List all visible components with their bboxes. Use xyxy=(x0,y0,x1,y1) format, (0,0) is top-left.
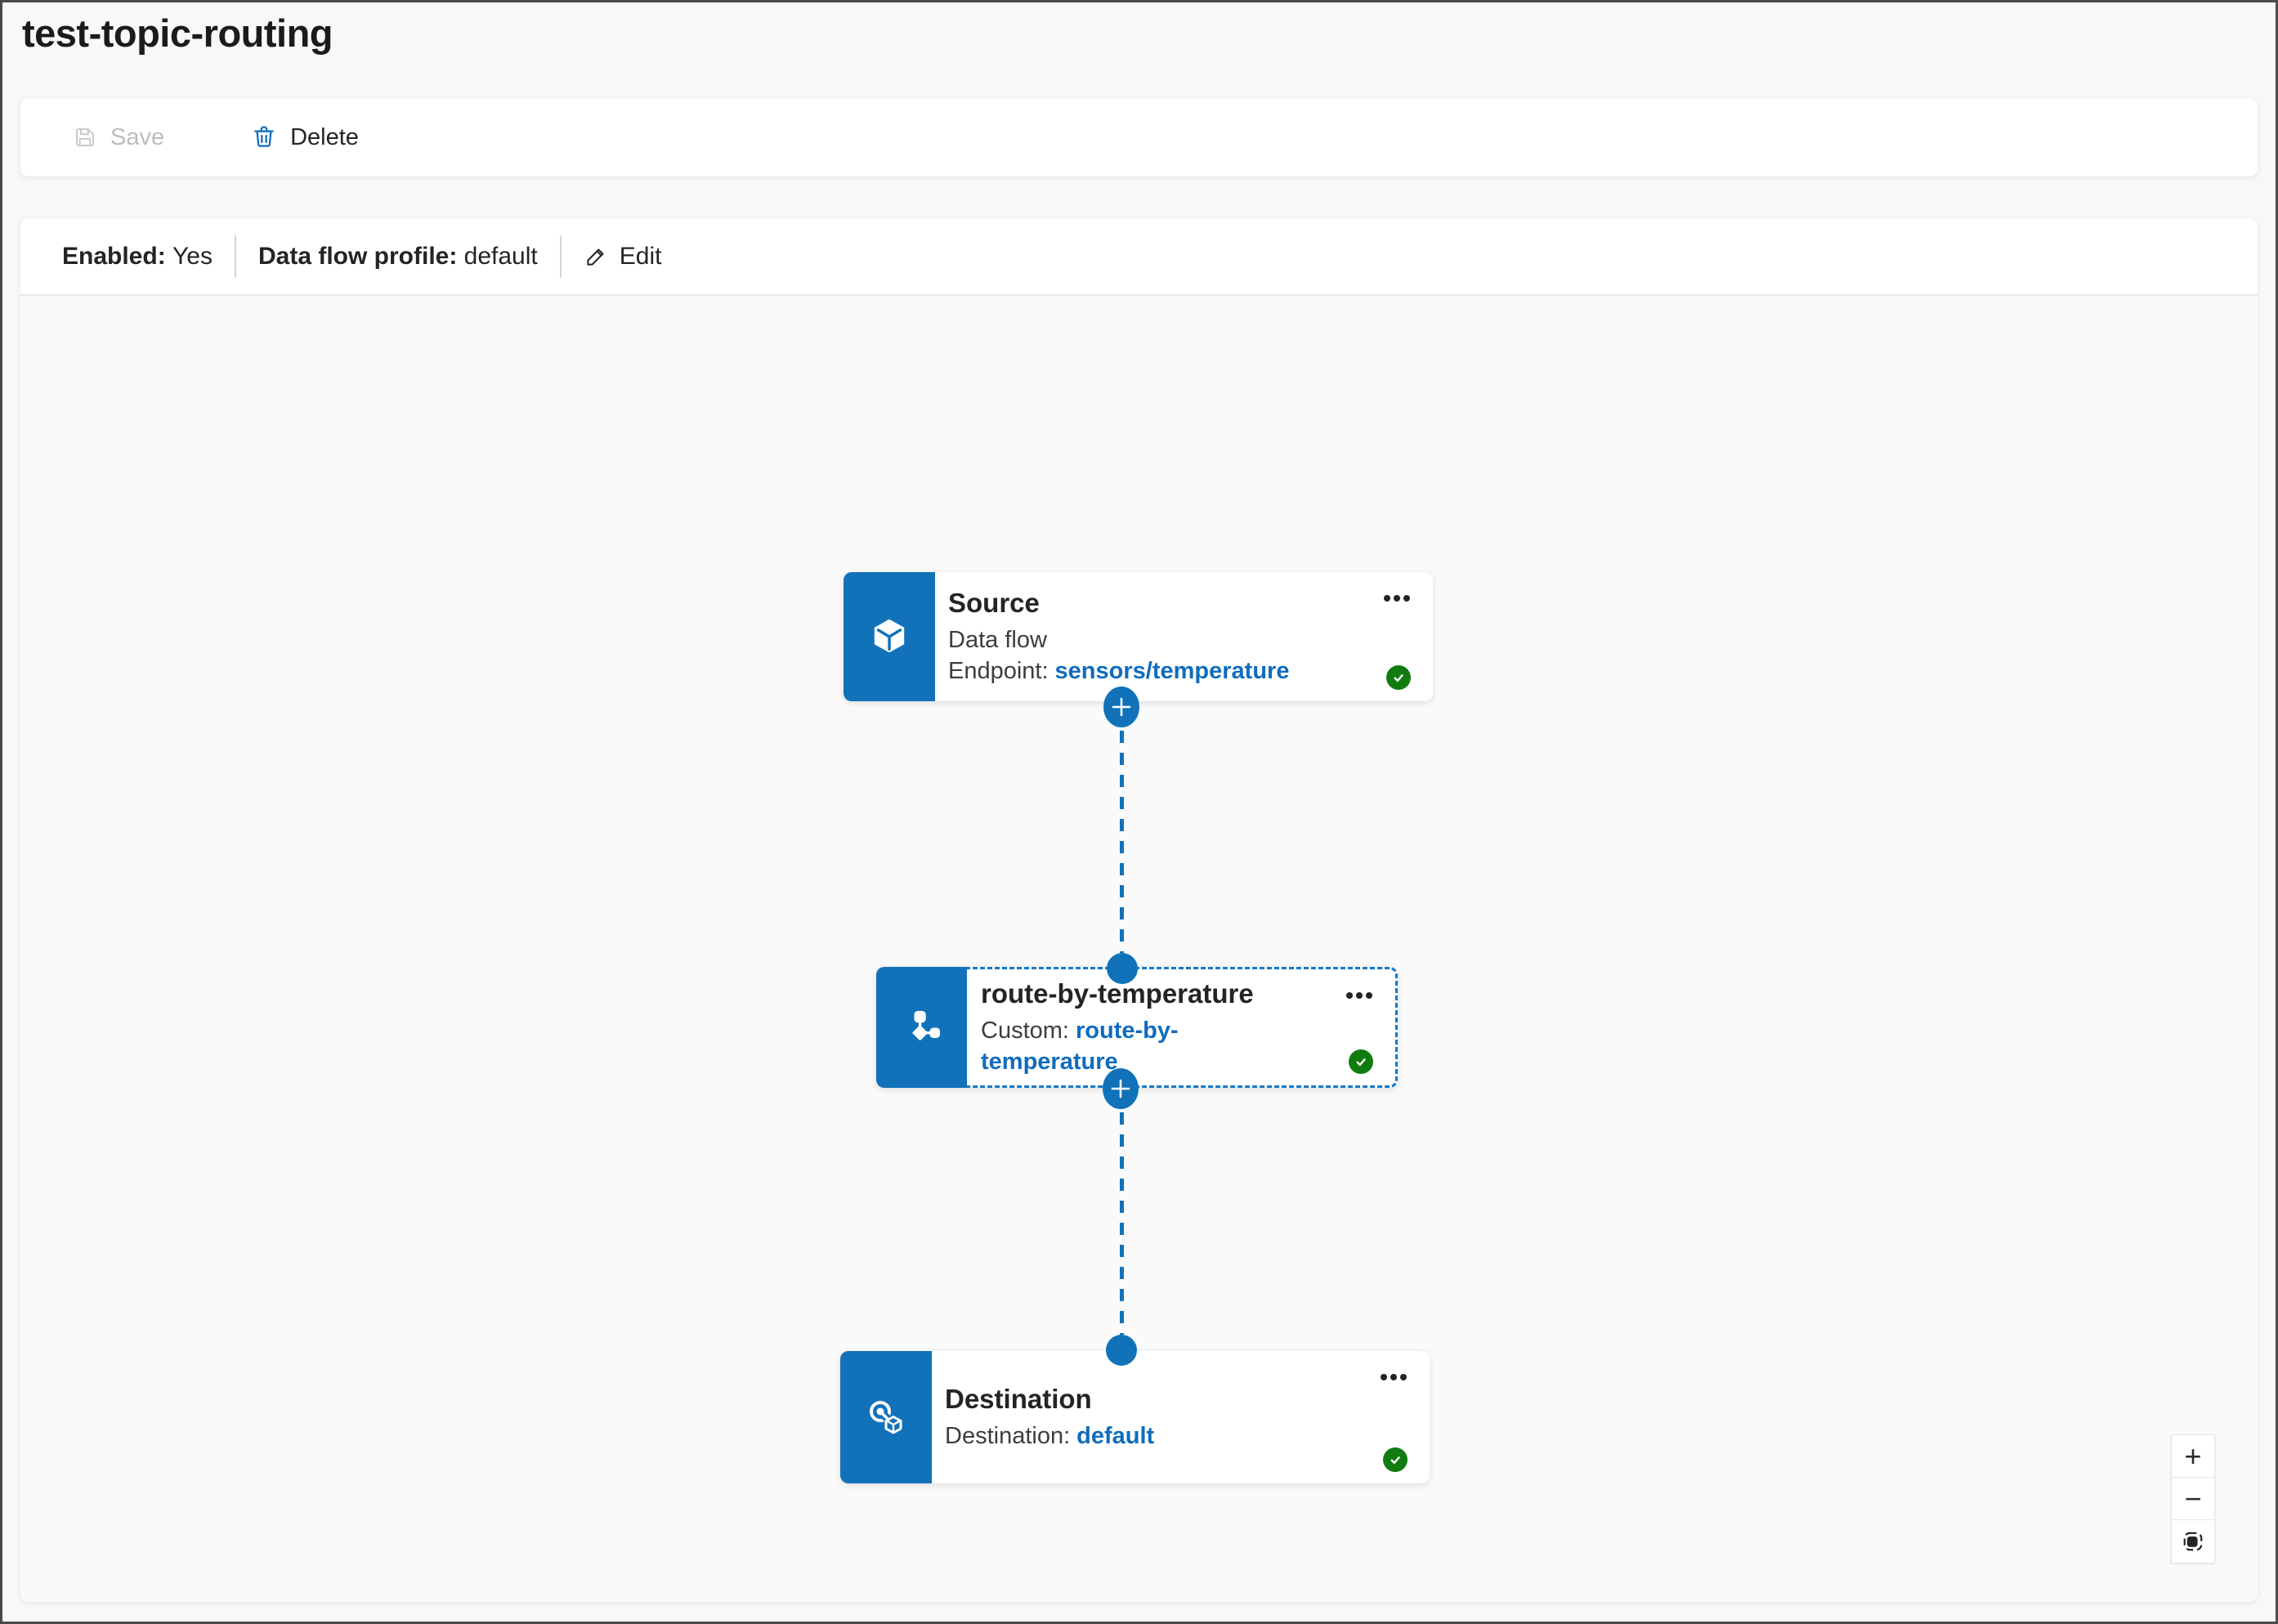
more-options-button[interactable] xyxy=(1382,593,1412,603)
connector-line xyxy=(1120,731,1124,953)
profile-value: default xyxy=(463,242,538,270)
enabled-status: Enabled: Yes xyxy=(62,243,213,271)
command-bar: Save Delete xyxy=(20,98,2258,177)
divider xyxy=(234,235,236,278)
source-accent-block xyxy=(844,572,935,701)
more-options-button[interactable] xyxy=(1379,1372,1408,1382)
node-title: Destination xyxy=(945,1384,1092,1414)
delete-button[interactable]: Delete xyxy=(251,123,359,151)
node-body: Source Data flow Endpoint:sensors/temper… xyxy=(948,587,1433,687)
status-check-icon xyxy=(1386,665,1411,690)
node-title: Source xyxy=(948,588,1040,618)
save-icon xyxy=(76,128,94,146)
connection-point[interactable] xyxy=(1106,1335,1137,1366)
node-subtitle: Custom:route-by-temperature xyxy=(981,1015,1289,1077)
source-cube-icon xyxy=(874,619,905,653)
node-subtitle: Destination:default xyxy=(945,1420,1154,1452)
fit-view-button[interactable] xyxy=(2172,1520,2214,1563)
profile-label: Data flow profile: xyxy=(257,242,458,270)
enabled-value: Yes xyxy=(172,242,213,270)
plus-icon: + xyxy=(2184,1438,2202,1473)
destination-node-card[interactable]: Destination Destination:default xyxy=(840,1351,1430,1483)
edit-button-label: Edit xyxy=(619,242,662,270)
connection-point[interactable] xyxy=(1107,953,1138,984)
status-check-icon xyxy=(1383,1447,1408,1472)
source-node-card[interactable]: Source Data flow Endpoint:sensors/temper… xyxy=(844,572,1433,701)
connector-line xyxy=(1120,1112,1124,1335)
profile-status: Data flow profile: default xyxy=(258,243,538,271)
node-subtitle: Data flow Endpoint:sensors/temperature xyxy=(948,624,1327,687)
zoom-out-button[interactable]: − xyxy=(2172,1478,2214,1520)
more-options-button[interactable] xyxy=(1345,991,1374,1000)
node-body: route-by-temperature Custom:route-by-tem… xyxy=(981,978,1395,1077)
node-body: Destination Destination:default xyxy=(945,1383,1260,1452)
save-button[interactable]: Save xyxy=(73,124,164,151)
pencil-icon xyxy=(587,248,604,266)
transform-branch-icon xyxy=(912,1010,940,1040)
add-stage-button[interactable] xyxy=(1103,1068,1139,1109)
source-endpoint-link[interactable]: sensors/temperature xyxy=(1054,658,1290,684)
destination-target-icon xyxy=(870,1401,902,1434)
flow-canvas[interactable]: Source Data flow Endpoint:sensors/temper… xyxy=(20,296,2258,1602)
minus-icon: − xyxy=(2184,1481,2202,1515)
dataflow-editor-panel: Enabled: Yes Data flow profile: default … xyxy=(20,218,2258,1602)
status-check-icon xyxy=(1349,1049,1373,1074)
canvas-zoom-controls: + − xyxy=(2171,1434,2215,1564)
transform-node-card[interactable]: route-by-temperature Custom:route-by-tem… xyxy=(876,967,1398,1088)
node-title: route-by-temperature xyxy=(981,978,1254,1009)
zoom-in-button[interactable]: + xyxy=(2172,1435,2214,1478)
save-button-label: Save xyxy=(110,123,165,150)
fit-view-icon xyxy=(2183,1532,2203,1551)
trash-icon xyxy=(254,126,274,147)
page-title: test-topic-routing xyxy=(22,11,333,55)
add-stage-button[interactable] xyxy=(1103,687,1139,727)
enabled-label: Enabled: xyxy=(62,242,166,270)
destination-accent-block xyxy=(840,1351,932,1483)
node-field-label: Data flow Endpoint: xyxy=(948,627,1049,684)
delete-button-label: Delete xyxy=(290,123,359,150)
transform-accent-block xyxy=(876,967,967,1088)
node-field-label: Destination: xyxy=(945,1423,1071,1449)
dataflow-info-bar: Enabled: Yes Data flow profile: default … xyxy=(20,218,2258,296)
node-field-label: Custom: xyxy=(981,1018,1069,1044)
divider xyxy=(559,235,562,278)
destination-link[interactable]: default xyxy=(1076,1423,1155,1449)
transform-link[interactable]: route-by-temperature xyxy=(981,1018,1179,1075)
edit-button[interactable]: Edit xyxy=(584,242,662,271)
